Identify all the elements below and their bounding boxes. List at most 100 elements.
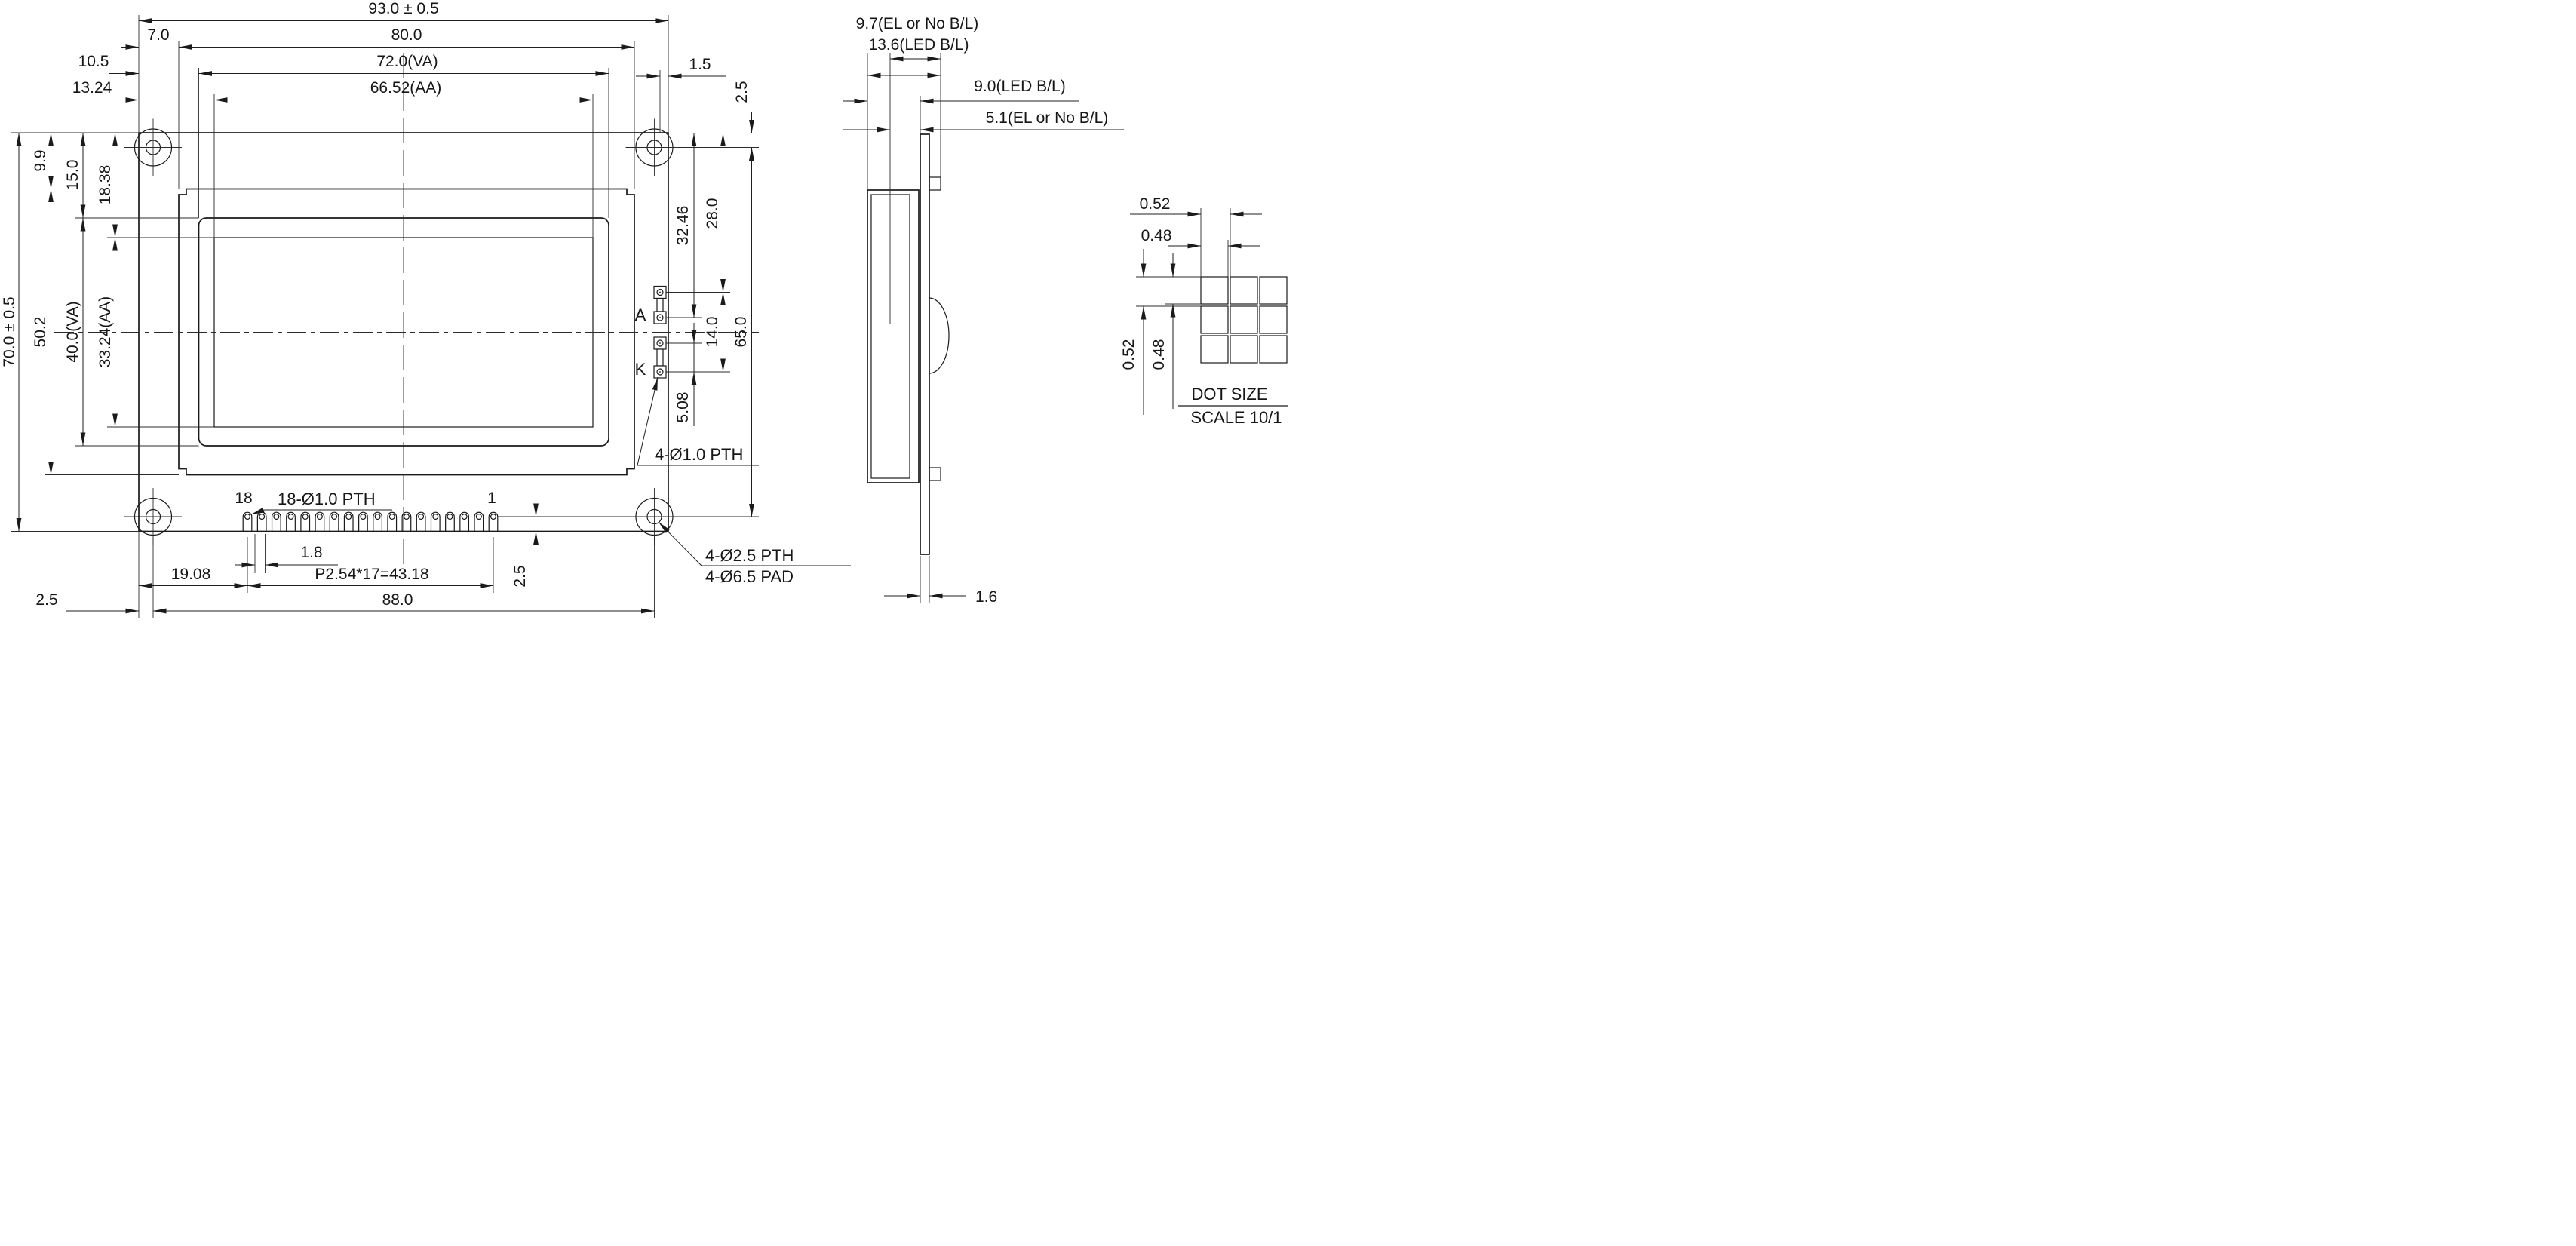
pin-pad (416, 511, 426, 532)
pin-pad (329, 511, 339, 532)
dim-aa-top-offset: 18.38 (97, 165, 114, 205)
side-view (867, 134, 950, 555)
dim-led-total: 13.6(LED B/L) (868, 36, 969, 54)
front-view-labels: 93.0 ± 0.5 80.0 7.0 72.0(VA) 10.5 66.52(… (1, 0, 794, 609)
note-backlight-holes: 4-Ø1.0 PTH (655, 445, 743, 464)
pin-hole (244, 513, 251, 520)
pin-pad (387, 511, 398, 532)
note-mount-holes-2: 4-Ø6.5 PAD (705, 567, 794, 586)
dim-bezel-top-offset: 9.9 (32, 149, 49, 171)
dim-dot-pitch-h: 0.52 (1140, 195, 1171, 213)
dot-cell (1259, 305, 1288, 334)
dim-bezel-height: 50.2 (32, 317, 49, 348)
label-pin18: 18 (235, 490, 252, 507)
pin-pad (242, 511, 253, 532)
pin-pad (358, 511, 368, 532)
dot-cell (1230, 305, 1258, 334)
dim-el-total: 9.7(EL or No B/L) (856, 15, 979, 32)
pin-pad (286, 511, 296, 532)
pin-hole (302, 513, 309, 520)
pin-pad (373, 511, 382, 532)
pin-hole (360, 513, 367, 520)
terminal-a-label: A (635, 305, 646, 324)
pin-hole (259, 513, 266, 520)
bezel-frame (178, 188, 635, 476)
side-dimension-lines (843, 56, 1124, 599)
dim-hole-left-offset: 2.5 (35, 591, 57, 609)
dot-cell (1230, 335, 1258, 364)
pin-hole (316, 513, 323, 520)
dim-aa-height: 33.24(AA) (97, 296, 114, 368)
dim-pin18-offset: 19.08 (171, 566, 211, 583)
dim-hole-span-v: 65.0 (732, 317, 750, 348)
dim-a-top: 28.0 (704, 198, 721, 229)
dimension-lines (16, 18, 851, 614)
pin-hole (287, 513, 294, 520)
dot-grid (1200, 276, 1288, 364)
dim-pin-pitch: P2.54*17=43.18 (315, 566, 428, 583)
pin-pad (401, 511, 412, 532)
dot-size-detail: 0.52 0.48 0.52 0.48 DOT SIZE SCALE 10/1 (1120, 195, 1288, 427)
note-mount-holes-1: 4-Ø2.5 PTH (705, 546, 794, 565)
pin-hole (447, 513, 453, 520)
side-view-labels: 9.7(EL or No B/L) 13.6(LED B/L) 9.0(LED … (856, 15, 1109, 606)
dim-hole-top-offset: 2.5 (733, 81, 751, 103)
pin-hole (388, 513, 395, 520)
dim-va-height: 40.0(VA) (64, 301, 81, 362)
side-tab-bottom (929, 467, 941, 481)
dim-bezel-offset: 7.0 (147, 26, 169, 44)
backlight-terminal-k (653, 336, 667, 379)
pin-pad (430, 511, 441, 532)
pin-hole (273, 513, 280, 520)
dim-aa-offset: 13.24 (72, 79, 112, 97)
dim-dot-size-h: 0.48 (1141, 227, 1172, 244)
terminal-k-label: K (635, 360, 646, 379)
dim-bezel-width: 80.0 (391, 26, 422, 44)
dim-overall-width: 93.0 ± 0.5 (368, 0, 438, 17)
dim-pad-gap: 1.8 (300, 544, 322, 561)
pin-pad (315, 511, 325, 532)
pin-hole (345, 513, 352, 520)
dim-a-bottom: 32.46 (674, 206, 692, 246)
side-pcb (920, 134, 930, 555)
pin-hole (403, 513, 410, 520)
pin-pad (445, 511, 455, 532)
pin-hole (418, 513, 425, 520)
note-pin-holes: 18-Ø1.0 PTH (278, 490, 376, 508)
dim-pcb-thickness: 1.6 (975, 588, 997, 606)
dot-cell (1200, 305, 1229, 334)
dim-k-pitch: 5.08 (674, 392, 692, 423)
pin-pad (488, 511, 499, 532)
pin-pad (459, 511, 470, 532)
dim-hole-span-h: 88.0 (382, 591, 413, 609)
side-backlight-bulge (929, 297, 950, 374)
drawing-sheet: A K (0, 0, 1288, 623)
pin-pad (300, 511, 311, 532)
pin-pad (256, 511, 267, 532)
pin-pad (271, 511, 281, 532)
dim-el-depth: 5.1(EL or No B/L) (986, 109, 1109, 127)
pin-row (242, 511, 499, 532)
dot-cell (1259, 335, 1288, 364)
pin-hole (331, 513, 338, 520)
dot-cell (1230, 276, 1258, 305)
dim-va-offset: 10.5 (78, 53, 109, 70)
dim-dot-size-v: 0.48 (1150, 339, 1168, 370)
dim-a-to-k: 14.0 (704, 317, 721, 348)
front-view: A K (54, 53, 759, 564)
pin-hole (461, 513, 468, 520)
dot-cell (1200, 335, 1229, 364)
dot-detail-title: DOT SIZE (1191, 385, 1267, 404)
pin-hole (490, 513, 496, 520)
dim-led-depth: 9.0(LED B/L) (974, 78, 1065, 95)
dot-detail-scale: SCALE 10/1 (1190, 408, 1282, 427)
side-body (867, 189, 920, 483)
side-tab-top (929, 176, 941, 191)
label-pin1: 1 (487, 490, 496, 507)
dot-cell (1259, 276, 1288, 305)
dim-overall-height: 70.0 ± 0.5 (1, 296, 18, 367)
dim-ak-to-edge: 1.5 (689, 56, 711, 73)
extension-lines (11, 15, 759, 618)
pin-hole (374, 513, 381, 520)
dim-dot-pitch-v: 0.52 (1120, 339, 1138, 370)
